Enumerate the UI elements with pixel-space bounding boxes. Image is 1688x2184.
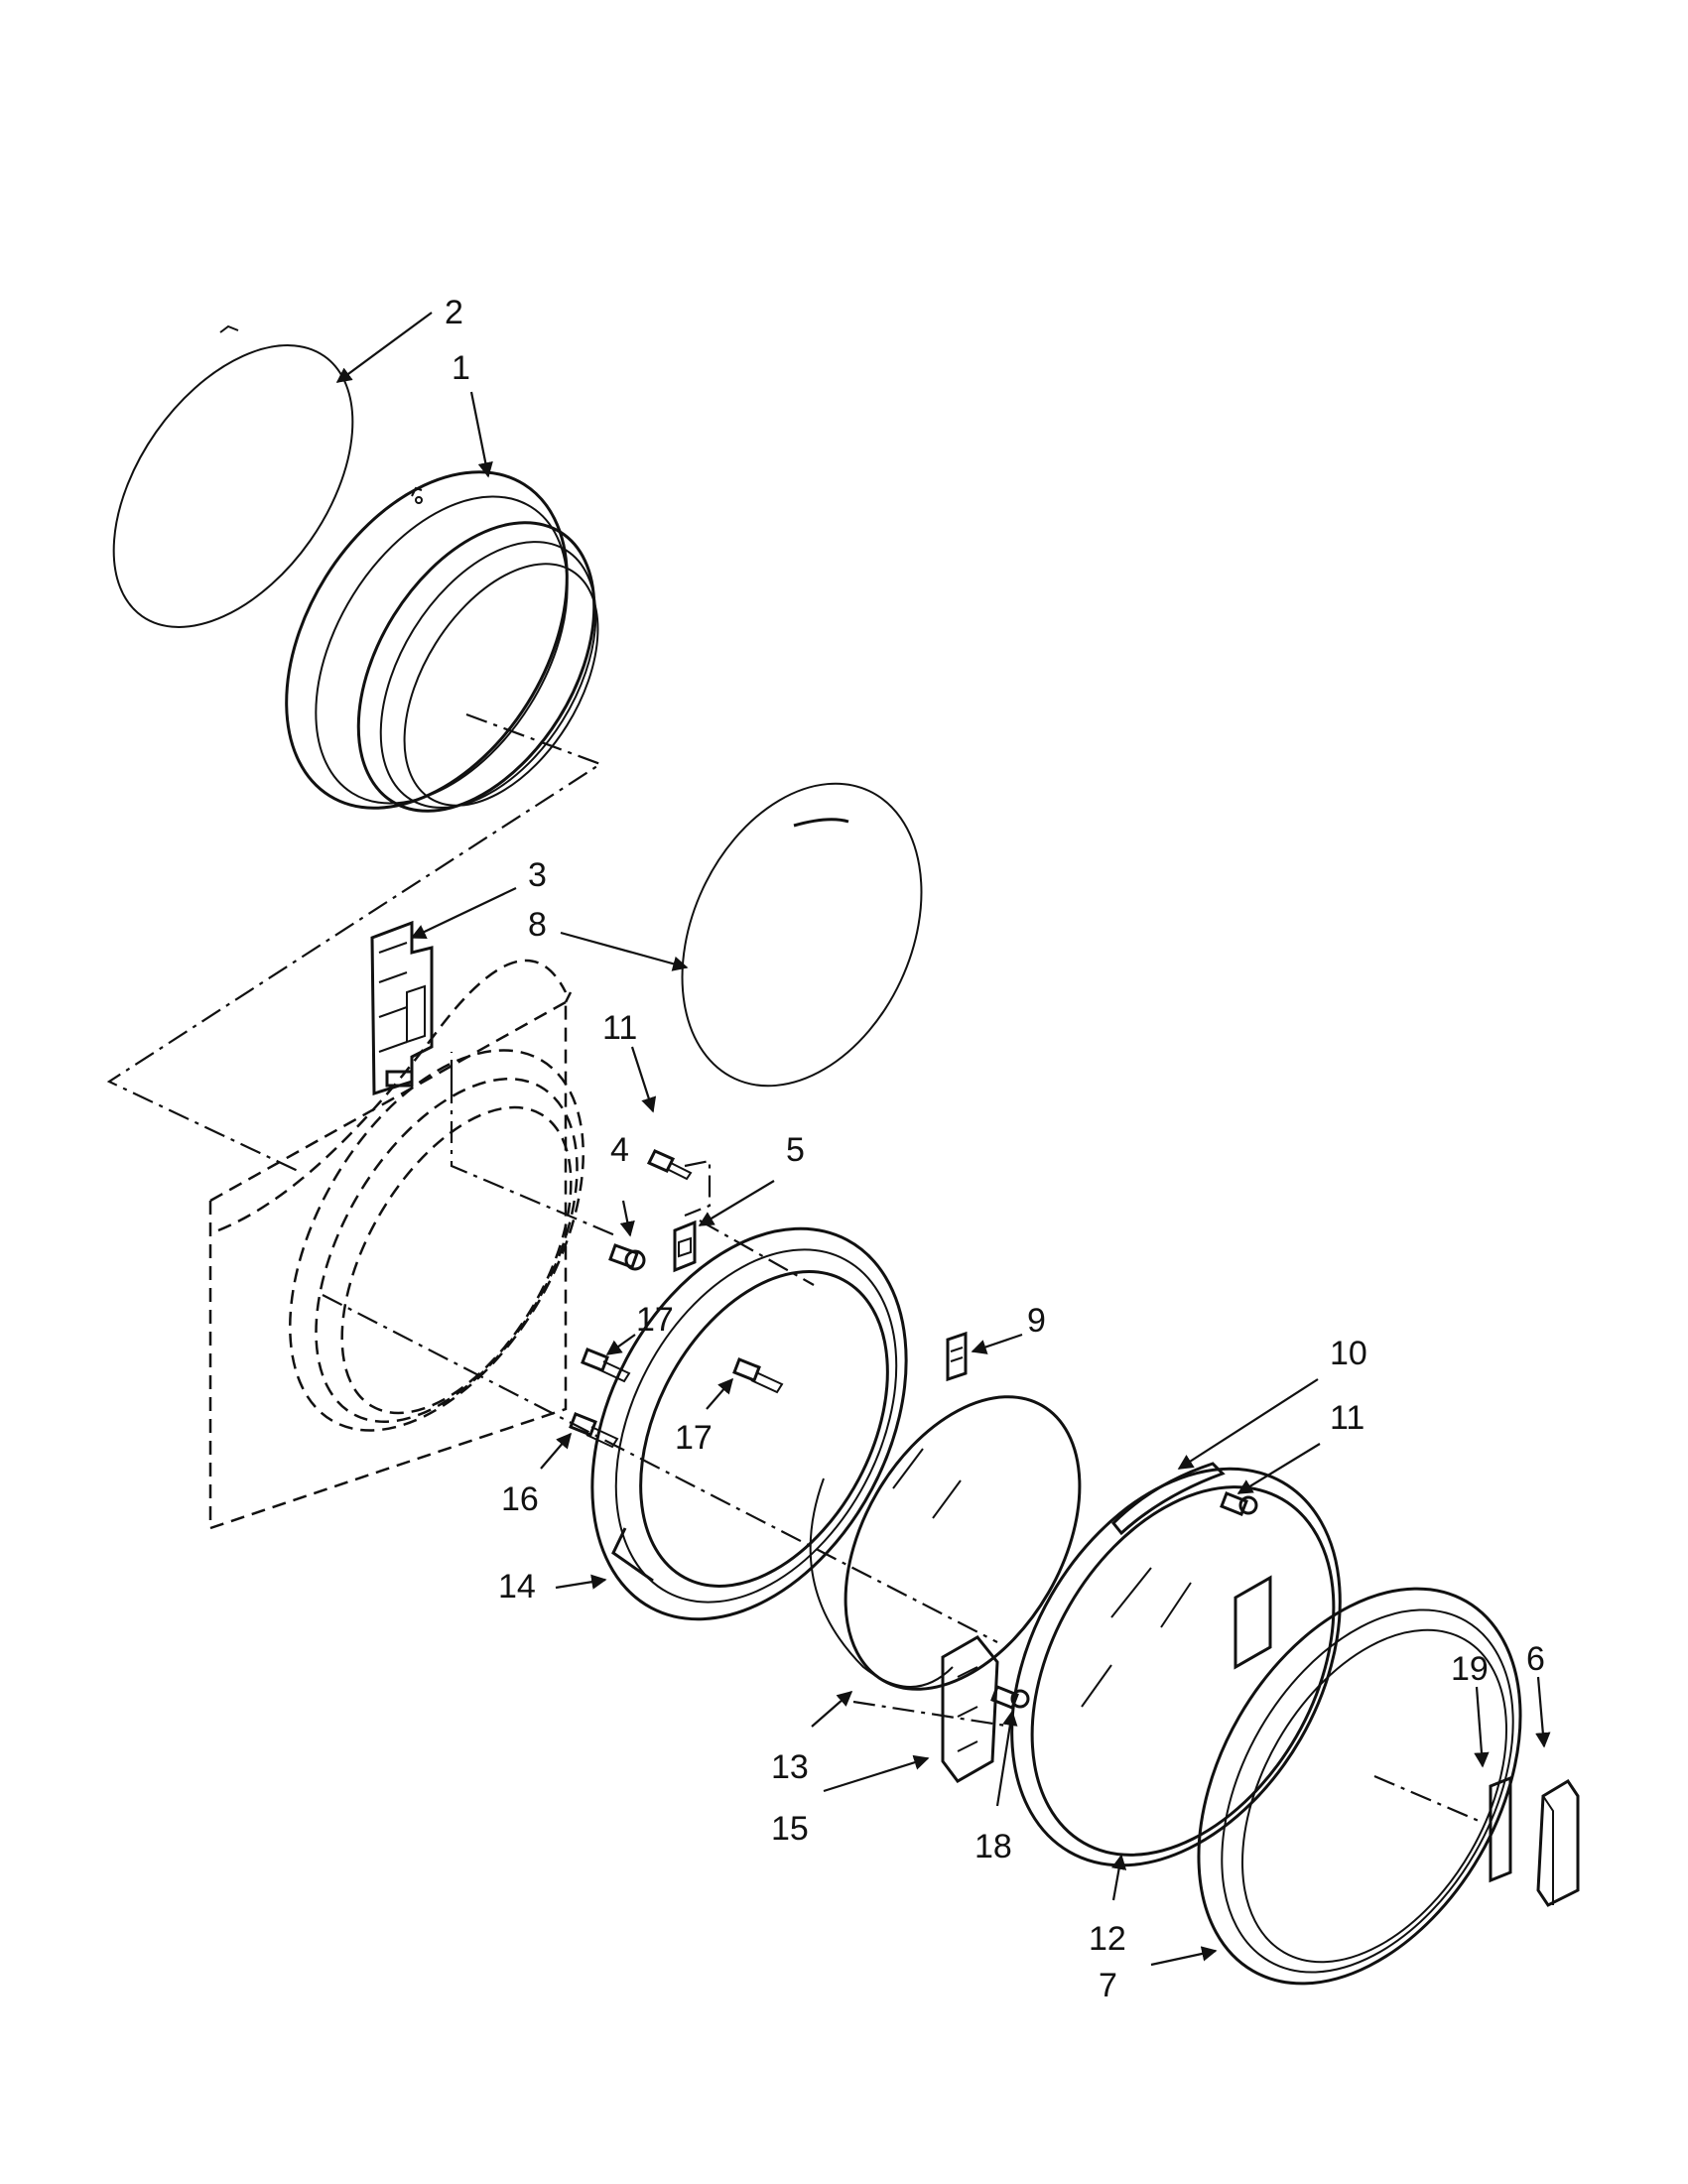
callout-12: 12 (1089, 1920, 1126, 1958)
part-7-door-cover (1197, 1587, 1522, 1986)
part-1-bellows (285, 470, 599, 813)
callout-4: 4 (610, 1131, 629, 1169)
screw-11-top (646, 1149, 693, 1181)
callout-3: 3 (528, 856, 547, 894)
part-5-strike (673, 1220, 697, 1273)
callout-8: 8 (528, 906, 547, 944)
callout-19: 19 (1451, 1650, 1489, 1688)
callout-2: 2 (445, 294, 463, 331)
leader-lines (335, 312, 1551, 1967)
part-9-clip (946, 1331, 968, 1382)
callout-14: 14 (498, 1568, 536, 1606)
callout-15: 15 (771, 1810, 809, 1848)
part-8-window-ring (681, 782, 923, 1088)
callout-11-right: 11 (1330, 1399, 1364, 1437)
part-3-latch-switch (370, 920, 434, 1096)
screw-17-right (732, 1357, 784, 1394)
callout-16: 16 (501, 1480, 539, 1518)
callout-17-left: 17 (636, 1301, 674, 1339)
callout-labels: 2 1 3 8 11 4 5 17 17 16 9 10 11 14 13 15… (445, 294, 1545, 2004)
part-14-inner-door-frame (590, 1226, 908, 1621)
part-19-label (1489, 1775, 1512, 1883)
screw-18 (990, 1685, 1030, 1710)
callout-6: 6 (1526, 1640, 1545, 1678)
callout-13: 13 (771, 1748, 809, 1786)
screw-17-left (581, 1348, 631, 1383)
callout-5: 5 (786, 1131, 805, 1169)
part-10-handle-strip (1110, 1462, 1226, 1536)
cabinet-front-panel-outline (208, 959, 584, 1530)
part-13-glass-bowl (809, 1395, 1082, 1691)
part-12-door-ring (1010, 1467, 1342, 1867)
callout-10: 10 (1330, 1335, 1367, 1372)
callout-7: 7 (1099, 1967, 1117, 2004)
part-2-ring (112, 324, 354, 628)
callout-11-top: 11 (602, 1009, 637, 1047)
screw-4 (608, 1243, 646, 1271)
screw-16 (569, 1412, 619, 1449)
alignment-lines (106, 712, 1480, 1823)
part-6-door-handle (1536, 1778, 1580, 1907)
callout-1: 1 (452, 349, 470, 387)
part-15-hinge (941, 1635, 999, 1783)
callout-17-right: 17 (675, 1419, 713, 1457)
callout-9: 9 (1027, 1302, 1046, 1340)
screw-11-right (1220, 1491, 1258, 1516)
callout-18: 18 (974, 1828, 1012, 1865)
